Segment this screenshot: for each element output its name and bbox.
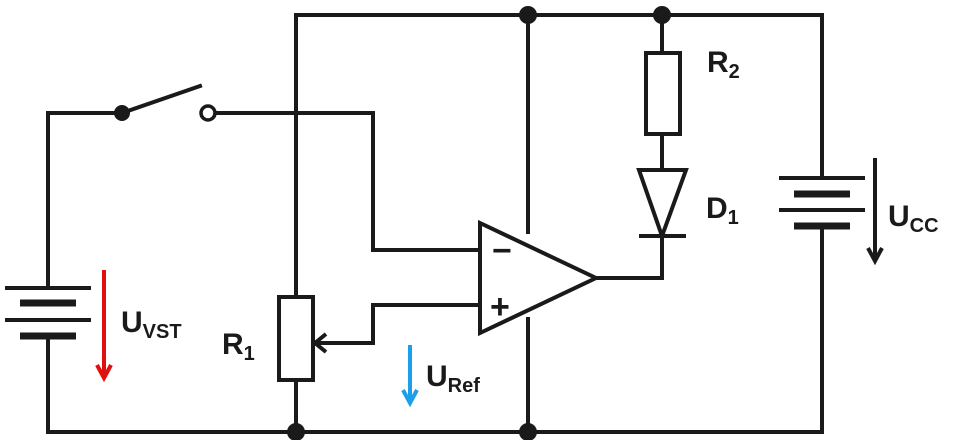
r1-label: R1 (222, 328, 255, 365)
ucc-battery-symbol (779, 176, 865, 230)
d1-diode (636, 168, 689, 242)
uvst-wire-top (46, 111, 124, 290)
opamp-output-wire (594, 234, 664, 280)
r1-potentiometer (277, 295, 328, 382)
junction-node-top-opamp (519, 6, 537, 24)
switch (114, 83, 217, 122)
d1-label: D1 (706, 192, 739, 229)
opamp-noninverting-sign: + (490, 288, 510, 326)
opamp-inverting-sign: − (492, 232, 512, 270)
r2-label: R2 (707, 46, 740, 83)
wiper-to-noninverting-wire (323, 303, 482, 345)
ucc-arrow (866, 158, 884, 266)
switch-to-inverting-wire (216, 111, 482, 252)
uvst-arrow (95, 270, 113, 383)
opamp: − + (478, 219, 601, 337)
uvst-label: UVST (121, 306, 182, 343)
uvst-battery-symbol (5, 286, 91, 340)
junction-node-bottom-r1 (287, 423, 305, 440)
ucc-label: UCC (888, 200, 939, 237)
uref-arrow (401, 345, 419, 408)
uref-label: URef (426, 360, 480, 397)
junction-node-top-r2 (653, 6, 671, 24)
junction-node-bottom-opamp (519, 423, 537, 440)
r2-resistor (644, 51, 682, 136)
